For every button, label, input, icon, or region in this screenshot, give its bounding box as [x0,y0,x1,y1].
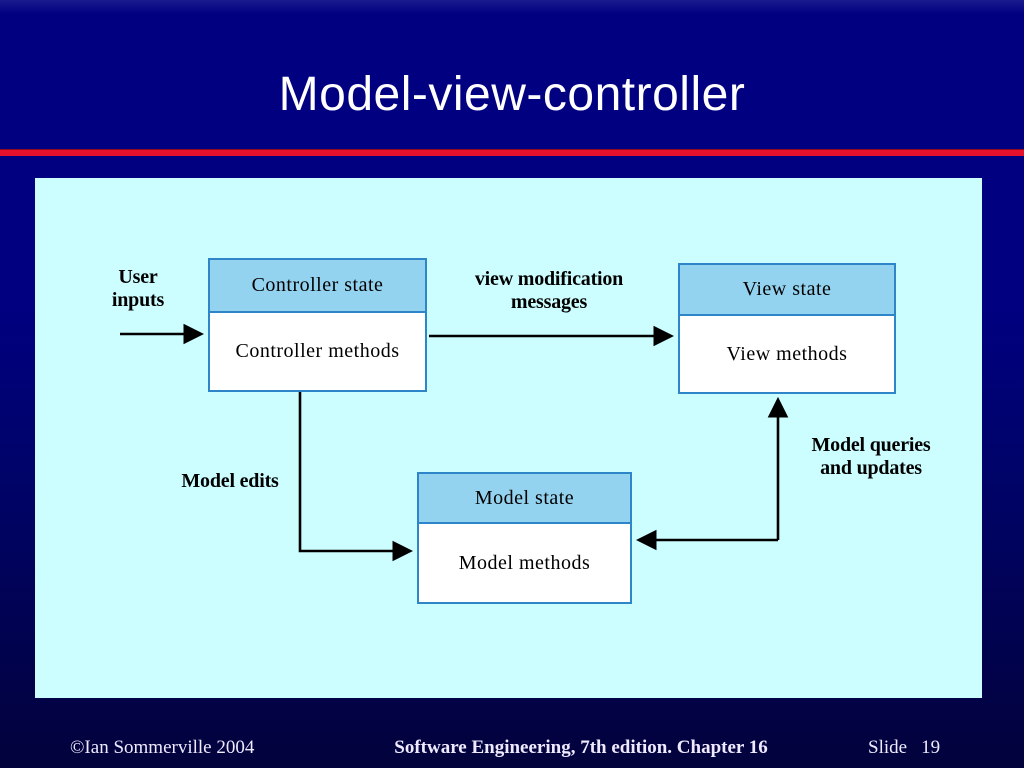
view-methods-body: View methods [726,342,848,365]
view-modification-label: view modification messages [474,268,624,313]
footer-copyright: ©Ian Sommerville 2004 [70,737,255,758]
controller-methods-body: Controller methods [235,340,400,362]
controller-box: Controller state Controller methods [208,258,427,392]
slide-title: Model-view-controller [278,68,746,121]
slide-number-value: 19 [921,737,941,758]
footer-slide-number: Slide 19 [868,735,940,761]
model-box: Model state Model methods [417,472,632,604]
model-queries-label: Model queries and updates [811,434,931,479]
controller-state-header: Controller state [210,260,425,313]
model-edits-label: Model edits [181,470,279,492]
user-inputs-label: User inputs [111,266,165,311]
view-state-header: View state [680,265,894,316]
arrow-controller-to-model [298,392,414,562]
model-state-header: Model state [419,474,630,524]
model-methods-body: Model methods [458,551,591,574]
slide-label: Slide [868,737,908,758]
footer-book-title: Software Engineering, 7th edition. Chapt… [394,737,768,758]
mvc-diagram-panel: Controller state Controller methods View… [35,178,982,698]
title-divider-rule [0,149,1024,156]
view-box: View state View methods [678,263,896,394]
